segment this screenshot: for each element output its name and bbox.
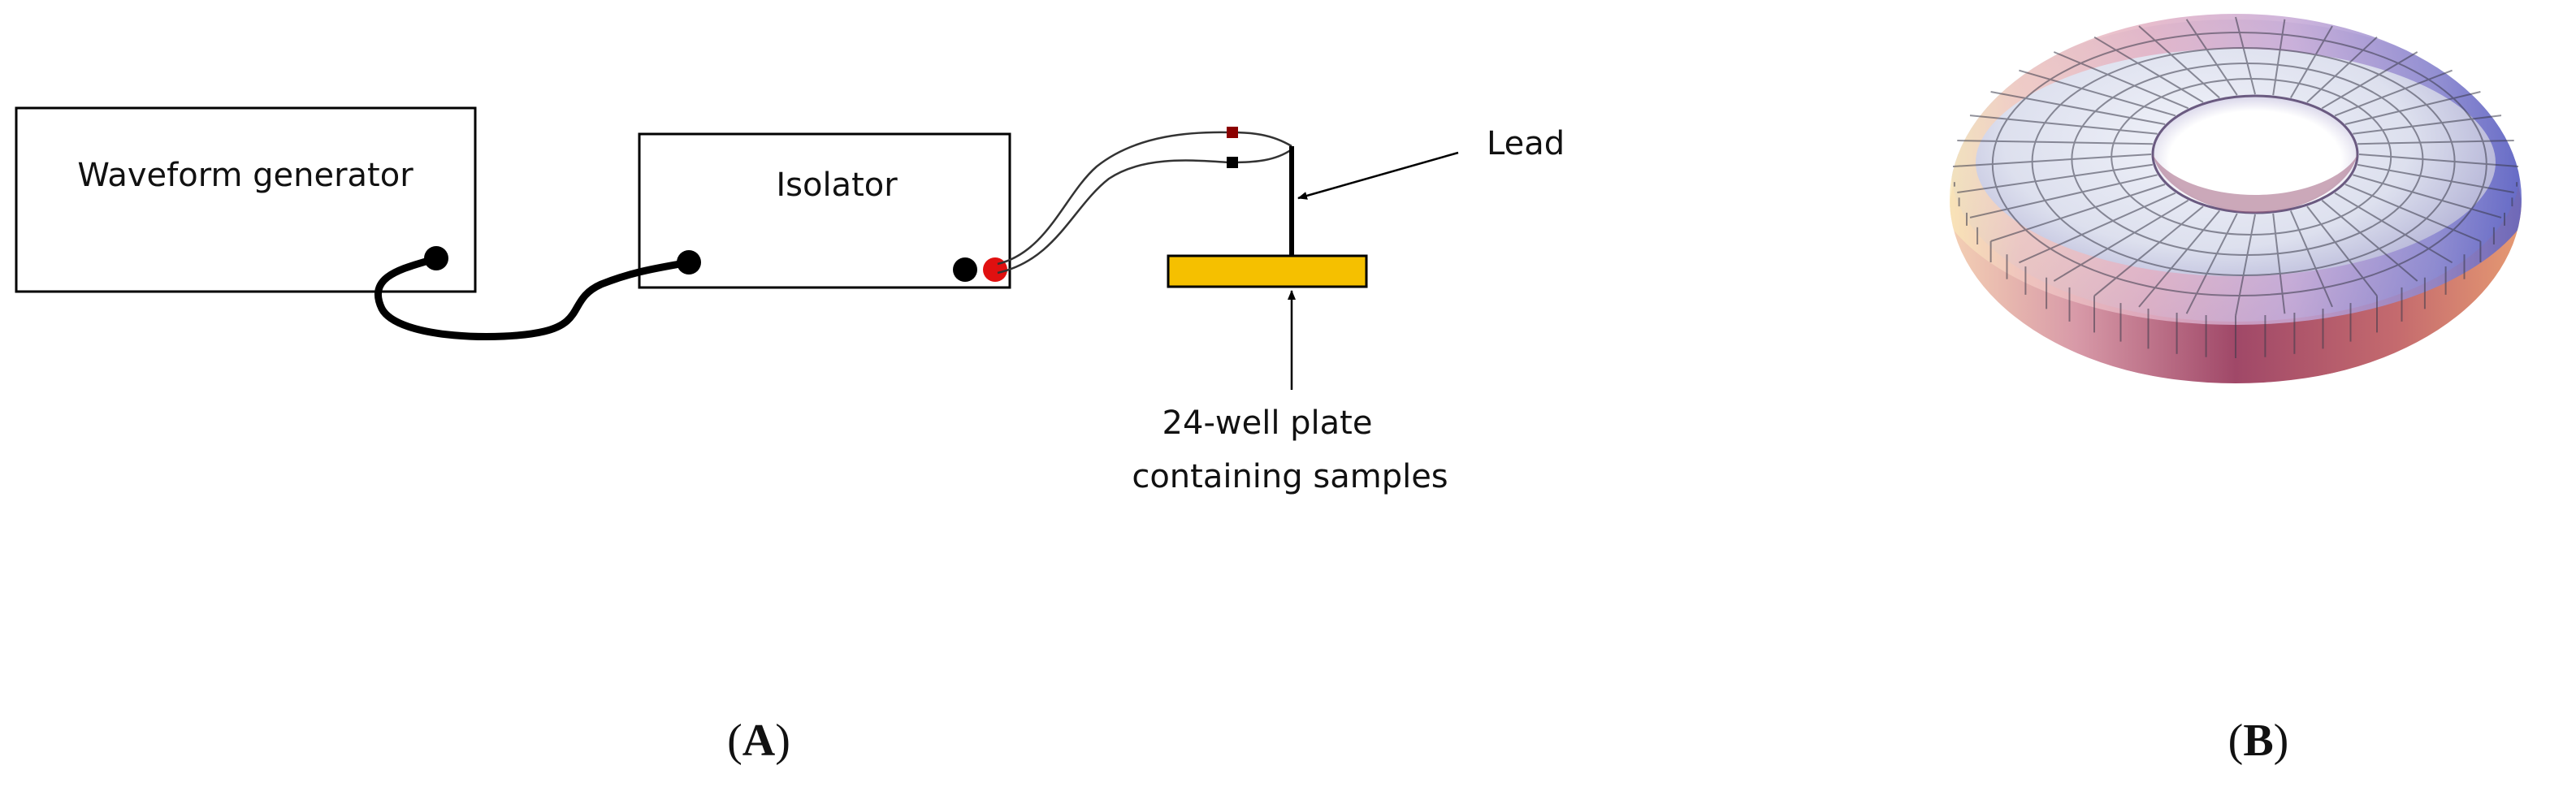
waveform-generator-label: Waveform generator [77,157,413,194]
torus-grid-line [2019,69,2176,117]
torus-grid-line [2344,184,2481,242]
lead-label: Lead [1487,125,1565,162]
torus-grid-line [2235,214,2256,317]
torus-grid-line [1969,174,2158,218]
torus-inner-wall [2153,154,2357,213]
plate-label-line-1: 24-well plate [1162,404,1373,442]
torus-grid-line [2334,192,2453,264]
torus-grid-line [2093,36,2204,103]
isolator-output-red-terminal [983,257,1007,282]
torus-grid-line [1969,115,2158,135]
torus-grid-line [2306,36,2378,103]
torus-grid-line [2334,69,2453,117]
plate-label-line-2: containing samples [1132,458,1448,495]
torus-grid-line [2306,205,2378,296]
torus-grid-line [2289,210,2333,308]
torus-grid-line [2185,19,2238,96]
torus-grid-line [2053,51,2189,110]
torus-grid-ring [1991,32,2487,296]
panel-b-torus: (B) [1950,14,2522,766]
torus-grid-line [1952,154,2152,167]
isolator-input-terminal [677,250,701,275]
torus-grid-line [2344,91,2481,125]
panel-b-label: (B) [2228,716,2289,766]
torus-grid-line [2321,51,2418,110]
torus-grid-line [1990,91,2166,125]
torus-grid-line [2053,199,2189,282]
isolator-label: Isolator [776,166,898,204]
torus-grid-line [2272,213,2286,314]
torus-grid-line [1957,163,2154,193]
torus-grid-ring [2111,78,2392,236]
well-plate [1167,254,1368,288]
panel-a-diagram: Waveform generator Isolator Lead 24-well… [15,106,1565,766]
generator-terminal [424,246,448,270]
torus-grid-ring [2031,47,2456,276]
torus-grid [1952,16,2519,358]
torus-grid-line [2185,213,2238,314]
torus-grid-line [1990,184,2166,242]
torus-grid-line [2357,140,2514,145]
torus-grid-ring [2071,63,2424,256]
output-wire-2 [997,148,1292,275]
torus-grid-line [2358,154,2519,167]
torus-grid-line [2138,210,2220,308]
torus-grid-line [2289,25,2333,99]
panel-a-label: (A) [727,716,790,766]
dark-red-connector [1227,127,1238,138]
isolator-box [638,132,1011,289]
torus-grid-line [2018,192,2176,264]
torus-grid-line [2138,25,2220,99]
lead-arrow [1297,151,1459,200]
isolator-output-black-terminal [953,257,977,282]
torus-grid-line [2353,115,2502,135]
output-wire-1 [997,131,1292,266]
connecting-cable [374,254,693,341]
black-connector [1227,157,1238,168]
torus-grid-line [1957,140,2153,145]
waveform-generator-box [15,106,477,293]
torus-grid-line [2353,174,2502,218]
torus-grid-line [2272,19,2286,96]
torus-grid-line [2235,16,2256,95]
torus-grid-line [2357,163,2514,193]
torus-grid-line [2093,205,2204,297]
torus-grid-line [2321,199,2418,282]
